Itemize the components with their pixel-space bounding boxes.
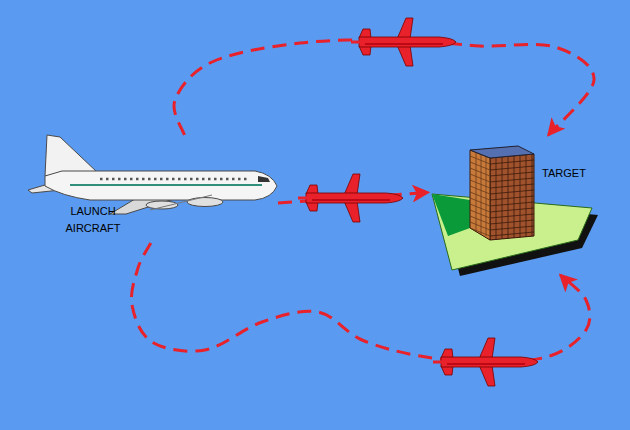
flight-path <box>131 243 589 362</box>
flight-path <box>174 40 594 135</box>
target-node: TARGET <box>428 135 600 275</box>
cruise-missile <box>298 174 403 222</box>
node-label: TARGET <box>534 165 594 182</box>
aircraft-node: LAUNCH AIRCRAFT <box>38 135 278 243</box>
node-label: LAUNCH AIRCRAFT <box>53 203 133 237</box>
target-building <box>432 146 598 276</box>
cruise-missile <box>433 338 538 386</box>
cruise-missile <box>351 18 456 66</box>
launch-aircraft <box>28 135 277 214</box>
